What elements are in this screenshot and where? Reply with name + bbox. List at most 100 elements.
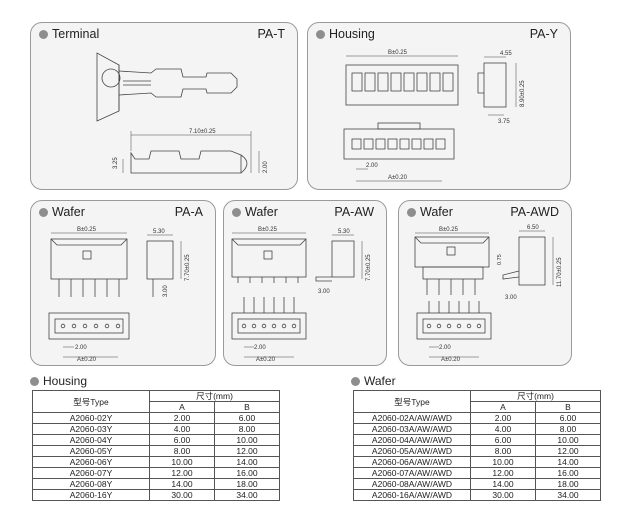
dim-label: 3.25 (113, 157, 119, 169)
a-cell: 30.00 (470, 489, 536, 501)
a-cell: 10.00 (470, 456, 536, 468)
section-title: Wafer (364, 374, 396, 388)
size-header: 尺寸(mm) (470, 390, 601, 402)
type-cell: A2060-16A/AW/AWD (353, 489, 471, 501)
dim-label: B±0.25 (439, 227, 459, 233)
bullet-dot-icon (407, 207, 416, 217)
b-cell: 10.00 (535, 434, 601, 446)
housing-panel: Housing PA-Y B±0.25 4.55 8.90±0.25 3.75 … (307, 22, 571, 190)
type-header: 型号Type (353, 390, 471, 413)
a-cell: 4.00 (149, 423, 215, 435)
type-cell: A2060-02Y (32, 412, 150, 424)
b-cell: 16.00 (535, 467, 601, 479)
a-cell: 2.00 (149, 412, 215, 424)
type-cell: A2060-06A/AW/AWD (353, 456, 471, 468)
wafer-pa-aw-drawing: B±0.25 5.30 7.70±0.25 3.00 2.00 A±0.20 (231, 227, 372, 363)
panel-code: PA-AWD (510, 205, 559, 219)
b-cell: 14.00 (214, 456, 280, 468)
a-cell: 4.00 (470, 423, 536, 435)
dim-label: A±0.20 (256, 357, 276, 363)
type-cell: A2060-07Y (32, 467, 150, 479)
a-cell: 6.00 (149, 434, 215, 446)
a-cell: 8.00 (470, 445, 536, 457)
type-header: 型号Type (32, 390, 150, 413)
col-a-header: A (149, 401, 215, 413)
b-cell: 18.00 (535, 478, 601, 490)
b-cell: 34.00 (535, 489, 601, 501)
b-cell: 6.00 (535, 412, 601, 424)
dim-label: 7.70±0.25 (366, 254, 372, 281)
dim-label: 2.00 (75, 345, 87, 351)
wafer-pa-awd-drawing: B±0.25 6.50 0.75 11.70±0.25 3.00 2.00 A±… (414, 225, 563, 363)
b-cell: 18.00 (214, 478, 280, 490)
dim-label: 8.90±0.25 (520, 80, 526, 107)
type-cell: A2060-08Y (32, 478, 150, 490)
a-cell: 12.00 (470, 467, 536, 479)
panel-code: PA-T (257, 27, 285, 41)
terminal-drawing: 7.10±0.25 3.25 2.00 (96, 52, 269, 174)
dim-label: 3.00 (505, 295, 517, 301)
dim-label: 0.75 (497, 254, 503, 265)
b-cell: 8.00 (535, 423, 601, 435)
type-cell: A2060-05Y (32, 445, 150, 457)
type-cell: A2060-08A/AW/AWD (353, 478, 471, 490)
dim-label: 5.30 (338, 229, 350, 235)
type-cell: A2060-07A/AW/AWD (353, 467, 471, 479)
b-cell: 16.00 (214, 467, 280, 479)
panel-title: Wafer (245, 205, 278, 219)
a-cell: 6.00 (470, 434, 536, 446)
dim-label: 3.00 (318, 289, 330, 295)
terminal-panel: Terminal PA-T 7.10±0.25 3.25 2.00 (30, 22, 298, 190)
type-cell: A2060-06Y (32, 456, 150, 468)
wafer-table-heading: Wafer (351, 374, 396, 388)
dim-label: 2.00 (254, 345, 266, 351)
dim-label: A±0.20 (441, 357, 461, 363)
type-cell: A2060-04A/AW/AWD (353, 434, 471, 446)
dim-label: 2.00 (439, 345, 451, 351)
dim-label: 11.70±0.25 (557, 257, 563, 287)
dim-label: A±0.20 (77, 357, 97, 363)
bullet-dot-icon (232, 207, 241, 217)
wafer-pa-a-panel: Wafer PA-A B±0.25 5.30 7.70±0.25 3.00 2.… (30, 200, 216, 366)
a-cell: 2.00 (470, 412, 536, 424)
size-header: 尺寸(mm) (149, 390, 280, 402)
dim-label: 7.70±0.25 (185, 254, 191, 281)
housing-drawing: B±0.25 4.55 8.90±0.25 3.75 2.00 A±0.20 (343, 50, 526, 182)
panel-title: Wafer (420, 205, 453, 219)
housing-table-heading: Housing (30, 374, 87, 388)
b-cell: 10.00 (214, 434, 280, 446)
a-cell: 14.00 (149, 478, 215, 490)
dim-label: 7.10±0.25 (189, 129, 216, 135)
panel-title: Wafer (52, 205, 85, 219)
bullet-dot-icon (39, 29, 48, 39)
col-a-header: A (470, 401, 536, 413)
panel-code: PA-A (174, 205, 203, 219)
type-cell: A2060-02A/AW/AWD (353, 412, 471, 424)
dim-label: 2.00 (263, 161, 269, 173)
col-b-header: B (214, 401, 280, 413)
bullet-dot-icon (351, 376, 360, 386)
dim-label: 3.75 (498, 119, 510, 125)
panel-code: PA-AW (334, 205, 374, 219)
b-cell: 14.00 (535, 456, 601, 468)
a-cell: 10.00 (149, 456, 215, 468)
panel-title: Terminal (52, 27, 100, 41)
b-cell: 8.00 (214, 423, 280, 435)
dim-label: 4.55 (500, 51, 512, 57)
